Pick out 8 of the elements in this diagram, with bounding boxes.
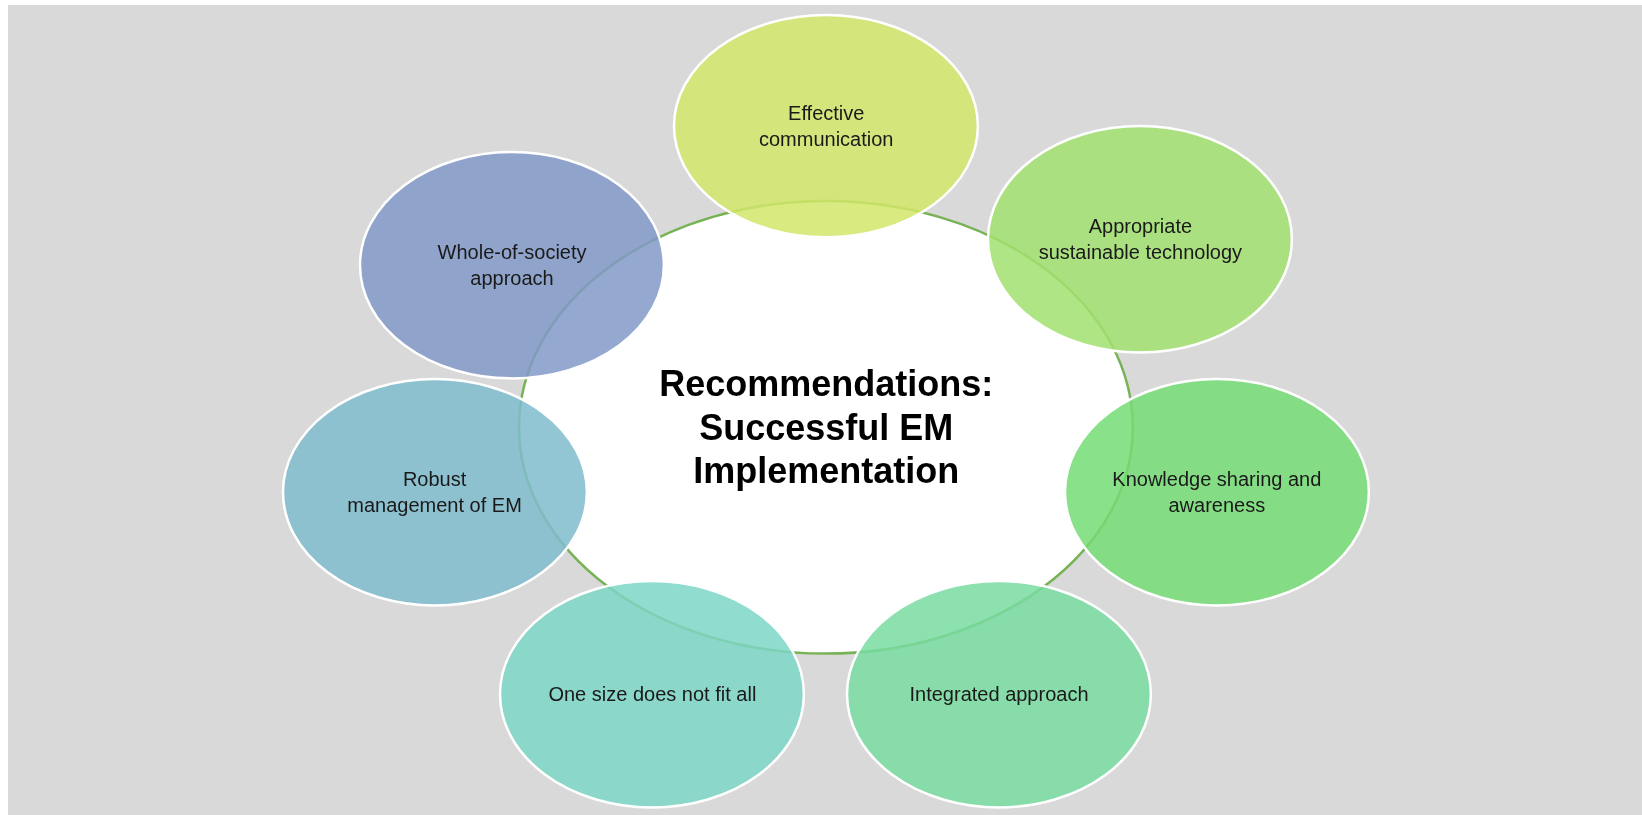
- topic-label: Robust management of EM: [346, 467, 523, 519]
- topic-label: Integrated approach: [909, 682, 1089, 708]
- topic-label: Whole-of-society approach: [436, 239, 588, 291]
- topic-label: Appropriate sustainable technology: [1037, 213, 1244, 265]
- topic-label: Knowledge sharing and awareness: [1112, 467, 1322, 519]
- topic-label: Effective communication: [757, 100, 895, 152]
- center-title: Recommendations: Successful EM Implementation: [658, 362, 995, 492]
- topic-label: One size does not fit all: [548, 682, 757, 708]
